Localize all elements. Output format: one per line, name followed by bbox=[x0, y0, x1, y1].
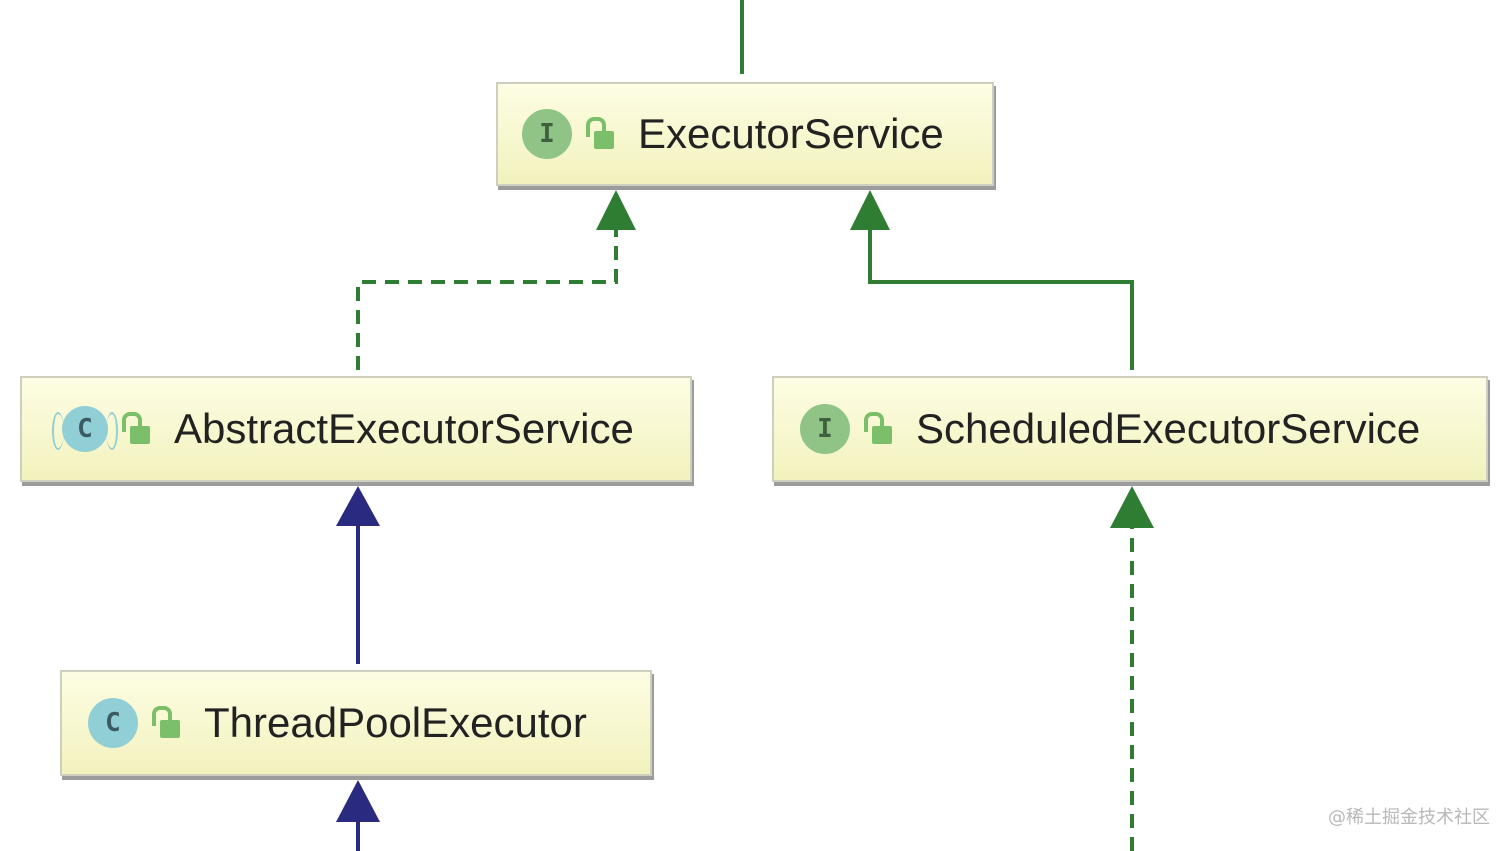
node-abstract-executor-service[interactable]: C AbstractExecutorService bbox=[20, 376, 692, 482]
arrowhead-threadpool-to-abstract bbox=[336, 486, 380, 526]
public-lock-icon bbox=[864, 412, 894, 446]
public-lock-icon bbox=[122, 412, 152, 446]
node-scheduled-executor-service[interactable]: I ScheduledExecutorService bbox=[772, 376, 1488, 482]
public-lock-icon bbox=[152, 706, 182, 740]
class-icon: C bbox=[88, 698, 138, 748]
arrowhead-abstract-to-executor bbox=[596, 190, 636, 230]
arrowhead-child-to-threadpool bbox=[336, 780, 380, 822]
interface-icon: I bbox=[800, 404, 850, 454]
edge-scheduled-to-executor bbox=[868, 228, 1134, 370]
node-label: ScheduledExecutorService bbox=[916, 405, 1421, 452]
watermark: @稀土掘金技术社区 bbox=[1328, 807, 1490, 828]
abstract-class-icon: C bbox=[52, 406, 118, 452]
arrowhead-scheduled-to-executor bbox=[850, 190, 890, 230]
node-label: ThreadPoolExecutor bbox=[204, 699, 587, 746]
interface-icon: I bbox=[522, 109, 572, 159]
edge-abstract-to-executor bbox=[356, 228, 618, 370]
arrowhead-child-to-scheduled bbox=[1110, 486, 1154, 528]
node-label: AbstractExecutorService bbox=[174, 405, 634, 452]
node-thread-pool-executor[interactable]: C ThreadPoolExecutor bbox=[60, 670, 652, 776]
node-executor-service[interactable]: I ExecutorService bbox=[496, 82, 994, 186]
public-lock-icon bbox=[586, 117, 616, 151]
node-label: ExecutorService bbox=[638, 110, 944, 157]
